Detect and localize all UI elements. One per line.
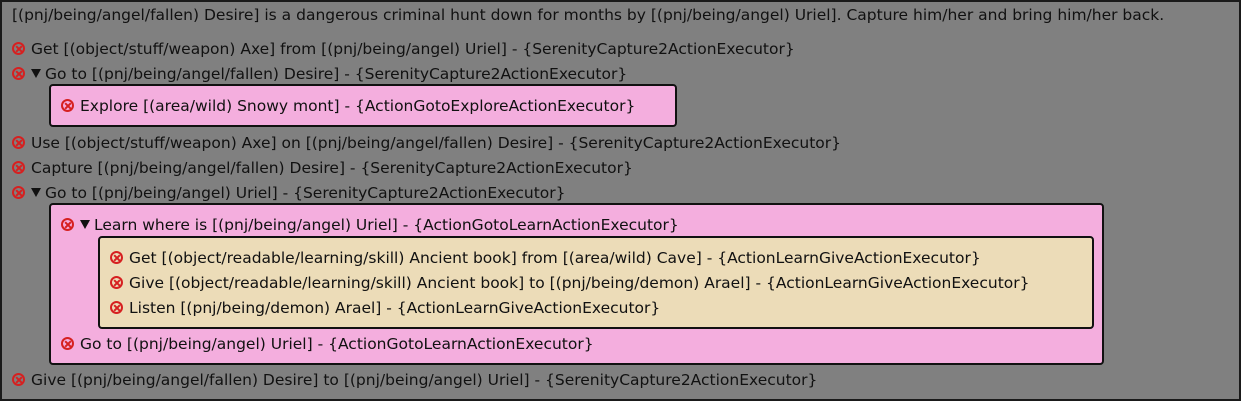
expand-triangle-icon[interactable]: [80, 220, 90, 229]
failed-status-icon: [110, 276, 123, 289]
step-label: Give [(pnj/being/angel/fallen) Desire] t…: [31, 371, 818, 389]
step-row: Get [(object/readable/learning/skill) An…: [110, 248, 981, 268]
expand-triangle-icon[interactable]: [31, 69, 41, 78]
failed-status-icon: [61, 99, 74, 112]
step-row: Give [(object/readable/learning/skill) A…: [110, 273, 1029, 293]
failed-status-icon: [12, 67, 25, 80]
quest-title: [(pnj/being/angel/fallen) Desire] is a d…: [12, 6, 1165, 24]
failed-status-icon: [12, 161, 25, 174]
failed-status-icon: [110, 301, 123, 314]
step-row: Get [(object/stuff/weapon) Axe] from [(p…: [12, 39, 795, 59]
step-label: Go to [(pnj/being/angel) Uriel] - {Seren…: [45, 184, 566, 202]
step-label: Get [(object/stuff/weapon) Axe] from [(p…: [31, 40, 795, 58]
step-row: Go to [(pnj/being/angel) Uriel] - {Actio…: [61, 334, 594, 354]
step-row: Give [(pnj/being/angel/fallen) Desire] t…: [12, 370, 817, 390]
failed-status-icon: [12, 42, 25, 55]
step-row: Capture [(pnj/being/angel/fallen) Desire…: [12, 158, 633, 178]
failed-status-icon: [12, 136, 25, 149]
step-label: Capture [(pnj/being/angel/fallen) Desire…: [31, 159, 633, 177]
step-label: Listen [(pnj/being/demon) Arael] - {Acti…: [129, 299, 661, 317]
step-label: Learn where is [(pnj/being/angel) Uriel]…: [94, 216, 679, 234]
substeps-box: Learn where is [(pnj/being/angel) Uriel]…: [49, 203, 1104, 365]
step-label: Explore [(area/wild) Snowy mont] - {Acti…: [80, 97, 636, 115]
expand-triangle-icon[interactable]: [31, 188, 41, 197]
step-row-expandable[interactable]: Learn where is [(pnj/being/angel) Uriel]…: [61, 215, 679, 235]
failed-status-icon: [12, 186, 25, 199]
step-row: Listen [(pnj/being/demon) Arael] - {Acti…: [110, 298, 660, 318]
failed-status-icon: [61, 337, 74, 350]
step-label: Go to [(pnj/being/angel) Uriel] - {Actio…: [80, 335, 594, 353]
failed-status-icon: [12, 373, 25, 386]
sub-substeps-box: Get [(object/readable/learning/skill) An…: [98, 236, 1094, 329]
failed-status-icon: [110, 251, 123, 264]
step-label: Go to [(pnj/being/angel/fallen) Desire] …: [45, 65, 628, 83]
step-label: Give [(object/readable/learning/skill) A…: [129, 274, 1030, 292]
step-label: Get [(object/readable/learning/skill) An…: [129, 249, 981, 267]
step-row-expandable[interactable]: Go to [(pnj/being/angel) Uriel] - {Seren…: [12, 183, 565, 203]
substeps-box: Explore [(area/wild) Snowy mont] - {Acti…: [49, 84, 677, 127]
step-row: Explore [(area/wild) Snowy mont] - {Acti…: [61, 96, 635, 116]
failed-status-icon: [61, 218, 74, 231]
step-label: Use [(object/stuff/weapon) Axe] on [(pnj…: [31, 134, 841, 152]
step-row-expandable[interactable]: Go to [(pnj/being/angel/fallen) Desire] …: [12, 64, 627, 84]
step-row: Use [(object/stuff/weapon) Axe] on [(pnj…: [12, 133, 841, 153]
